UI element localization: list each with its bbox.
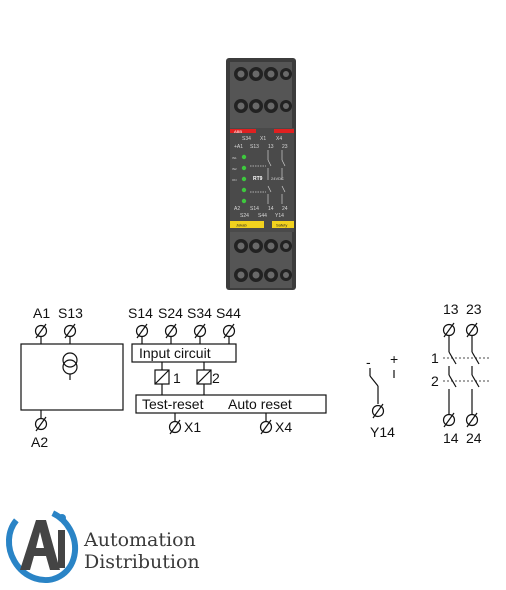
led-label-in1: IN1 bbox=[232, 156, 237, 160]
contact-label-23: 23 bbox=[466, 301, 482, 317]
relay-label-13: 13 bbox=[268, 144, 274, 150]
relay-label-s34: S34 bbox=[242, 136, 251, 142]
relay-coil-2 bbox=[196, 369, 212, 385]
relay-safety: Safety bbox=[276, 223, 287, 228]
relay-yellow-label-left bbox=[230, 221, 264, 228]
relay-label-14: 14 bbox=[268, 206, 274, 212]
led-1 bbox=[241, 187, 247, 193]
relay-label-23: 23 bbox=[282, 144, 288, 150]
y14-plus: + bbox=[390, 351, 398, 367]
led-2 bbox=[241, 198, 247, 204]
bottom-screw-terminals bbox=[234, 239, 292, 282]
logo-automation: Automation bbox=[83, 529, 196, 551]
supply-block bbox=[20, 343, 124, 411]
terminal-13-symbol bbox=[442, 322, 456, 338]
relay-leds bbox=[241, 154, 247, 204]
relay-module: ABB S34 X1 X4 +A1 S13 13 23 IN1 IN2 ON bbox=[226, 58, 296, 290]
terminal-label-s24: S24 bbox=[158, 305, 183, 321]
contact-row-1-label: 1 bbox=[431, 350, 439, 366]
terminal-14-symbol bbox=[442, 412, 456, 428]
led-in1 bbox=[241, 154, 247, 160]
relay-jokab: Jokab bbox=[236, 223, 247, 228]
terminal-label-s14: S14 bbox=[128, 305, 153, 321]
relay-coil-1-label: 1 bbox=[173, 370, 181, 386]
terminal-23-symbol bbox=[465, 322, 479, 338]
relay-front-schematic bbox=[250, 150, 286, 204]
terminal-a1-symbol bbox=[34, 323, 48, 339]
input-circuit-label: Input circuit bbox=[139, 345, 211, 361]
relay-label-a1: +A1 bbox=[234, 144, 243, 150]
relay-label-a2: A2 bbox=[234, 206, 240, 212]
terminal-label-y14: Y14 bbox=[370, 424, 395, 440]
terminal-s14-symbol bbox=[135, 323, 149, 339]
terminal-label-s13: S13 bbox=[58, 305, 83, 321]
led-on bbox=[241, 176, 247, 182]
relay-label-s44: S44 bbox=[258, 213, 267, 219]
led-in2 bbox=[241, 165, 247, 171]
terminal-24-symbol bbox=[465, 412, 479, 428]
terminal-label-s44: S44 bbox=[216, 305, 241, 321]
terminal-s13-symbol bbox=[63, 323, 77, 339]
top-screw-terminals bbox=[234, 67, 292, 113]
relay-coil-1 bbox=[154, 369, 170, 385]
relay-label-s24: S24 bbox=[240, 213, 249, 219]
terminal-label-a2: A2 bbox=[31, 434, 48, 450]
input-circuit-box bbox=[131, 343, 237, 363]
y14-minus: - bbox=[366, 354, 371, 370]
relay-label-s14: S14 bbox=[250, 206, 259, 212]
relay-label-s13: S13 bbox=[250, 144, 259, 150]
relay-yellow-label-right bbox=[272, 221, 294, 228]
test-reset-label: Test-reset bbox=[142, 396, 204, 412]
wiring-diagram: A1 S13 A2 S14 S24 S34 S44 bbox=[20, 301, 490, 450]
terminal-x4-symbol bbox=[259, 419, 273, 435]
contact-label-24: 24 bbox=[466, 430, 482, 446]
terminal-a2-symbol bbox=[34, 416, 48, 432]
auto-reset-label: Auto reset bbox=[228, 396, 292, 412]
led-label-in2: IN2 bbox=[232, 167, 237, 171]
contact-row-2-label: 2 bbox=[431, 373, 439, 389]
contact-2 bbox=[443, 374, 490, 388]
relay-label-y14: Y14 bbox=[275, 213, 284, 219]
adi-logo-mark bbox=[5, 506, 79, 584]
relay-front-panel bbox=[230, 128, 294, 232]
relay-red-stripe-left bbox=[230, 129, 256, 133]
terminal-label-s34: S34 bbox=[187, 305, 212, 321]
terminal-label-x1: X1 bbox=[184, 419, 201, 435]
reset-box bbox=[135, 394, 327, 414]
terminal-y14-symbol bbox=[371, 403, 385, 419]
current-source-symbol bbox=[62, 352, 78, 380]
terminal-s24-symbol bbox=[164, 323, 178, 339]
relay-coil-2-label: 2 bbox=[212, 370, 220, 386]
terminal-label-x4: X4 bbox=[275, 419, 292, 435]
contact-label-13: 13 bbox=[443, 301, 459, 317]
terminal-label-a1: A1 bbox=[33, 305, 50, 321]
relay-label-24: 24 bbox=[282, 206, 288, 212]
relay-brand: ABB bbox=[234, 129, 242, 134]
relay-model: RT9 bbox=[253, 176, 263, 182]
led-label-on: ON bbox=[232, 178, 237, 182]
contact-1 bbox=[443, 351, 490, 365]
terminal-s44-symbol bbox=[222, 323, 236, 339]
terminal-s34-symbol bbox=[193, 323, 207, 339]
terminal-x1-symbol bbox=[168, 419, 182, 435]
relay-label-x4: X4 bbox=[276, 136, 282, 142]
contact-label-14: 14 bbox=[443, 430, 459, 446]
relay-label-x1: X1 bbox=[260, 136, 266, 142]
relay-voltage: 24VDC bbox=[271, 176, 284, 181]
relay-red-stripe-right bbox=[274, 129, 294, 133]
adi-logo: Automation Distribution bbox=[5, 506, 200, 584]
y14-switch bbox=[369, 368, 395, 404]
logo-distribution: Distribution bbox=[84, 551, 200, 573]
